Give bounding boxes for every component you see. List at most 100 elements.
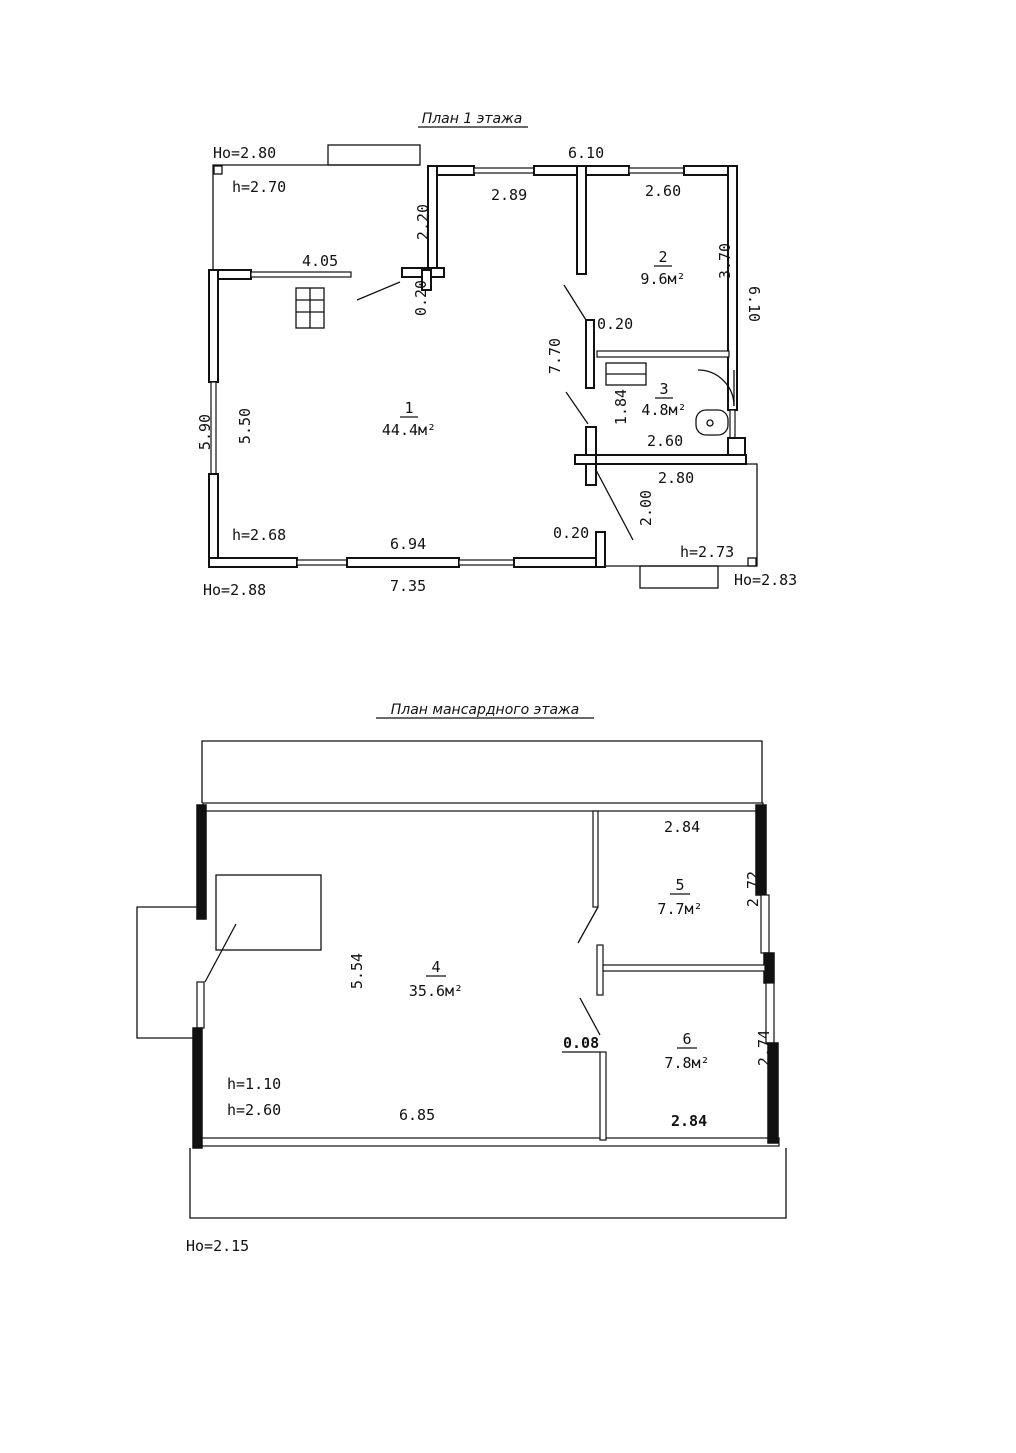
h-high: h=2.60	[227, 1101, 281, 1119]
room-number: 6	[682, 1030, 691, 1048]
window-top-2	[628, 167, 685, 174]
dim-bottom-total: 7.35	[390, 577, 426, 595]
dim-top-mid: 2.89	[491, 186, 527, 204]
wall-attic-right-3	[767, 1042, 779, 1144]
window-bottom-1	[296, 559, 348, 566]
floor1-plan: План 1 этажа	[196, 111, 797, 599]
dim-bath-height: 1.84	[612, 389, 630, 425]
door-line-3	[565, 391, 589, 425]
dim-room2-height: 3.70	[716, 243, 734, 279]
dim-terrace-height: 2.20	[414, 204, 432, 240]
window-attic-right-1	[760, 894, 770, 954]
window-left-top	[250, 271, 352, 278]
door-line-2	[563, 284, 587, 321]
dim-top-total: 6.10	[568, 144, 604, 162]
window-right	[729, 409, 736, 439]
wall-bath-bottom	[595, 454, 747, 465]
wall-left-lower	[208, 473, 219, 567]
roof-overhang-top	[201, 740, 763, 803]
room-number: 1	[404, 399, 413, 417]
room-number: 4	[431, 958, 440, 976]
h-low: h=1.10	[227, 1075, 281, 1093]
door-line-attic-3	[579, 997, 601, 1036]
room-6-label: 6 7.8м²	[664, 1030, 709, 1072]
dim-partition: 0.08	[563, 1034, 599, 1052]
room-number: 3	[659, 380, 668, 398]
wall-room2-left	[576, 165, 587, 275]
wall-left-upper	[208, 269, 219, 383]
wall-attic-left-upper	[196, 804, 207, 920]
wall-room2-room3	[596, 350, 730, 358]
room-1-label: 1 44.4м²	[382, 399, 436, 439]
h-porch: h=2.73	[680, 543, 734, 561]
toilet-bowl	[706, 419, 714, 427]
porch-steps	[639, 565, 719, 589]
dim-left-inner: 5.50	[236, 408, 254, 444]
h-room1: h=2.68	[232, 526, 286, 544]
stair-opening	[215, 874, 322, 951]
window-attic-left	[196, 981, 205, 1029]
ho-bottom-right: Ho=2.83	[734, 571, 797, 589]
toilet-icon	[695, 409, 729, 436]
dim-center-height: 7.70	[546, 338, 564, 374]
wall-bottom-1	[208, 557, 298, 568]
dim-top-right: 2.60	[645, 182, 681, 200]
wall-attic-left-lower	[192, 1027, 203, 1149]
dim-porch-width: 2.80	[658, 469, 694, 487]
dim-room5-height: 2.72	[744, 871, 762, 907]
room-area: 7.8м²	[664, 1054, 709, 1072]
wall-partition-upper	[592, 810, 599, 908]
attic-balcony-outline	[136, 906, 197, 1039]
dim-room6-width: 2.84	[671, 1112, 707, 1130]
room-3-label: 3 4.8м²	[641, 380, 686, 419]
roof-overhang-bottom	[189, 1148, 787, 1219]
terrace-corner-marker	[213, 165, 223, 175]
attic-plan: План мансардного этажа 2.84 2	[136, 702, 787, 1255]
wall-hall-stub-2	[421, 269, 432, 291]
room-area: 44.4м²	[382, 421, 436, 439]
room-area: 35.6м²	[409, 982, 463, 1000]
dim-wall-a: 0.20	[412, 280, 430, 316]
room-2-label: 2 9.6м²	[640, 248, 685, 288]
wall-bottom-3	[513, 557, 605, 568]
room-4-label: 4 35.6м²	[409, 958, 463, 1000]
door-line-1	[356, 281, 401, 301]
door-line-attic-2	[577, 906, 599, 944]
dim-porch-height: 2.00	[637, 490, 655, 526]
wall-right-upper	[727, 165, 738, 411]
floor1-title: План 1 этажа	[422, 111, 523, 127]
dim-room6-height: 2.74	[755, 1030, 773, 1066]
dim-room4-width: 6.85	[399, 1106, 435, 1124]
wall-bottom-corner	[595, 531, 606, 568]
dim-wall-c: 0.20	[553, 524, 589, 542]
dim-room4-height: 5.54	[348, 953, 366, 989]
room-area: 7.7м²	[657, 900, 702, 918]
h-terrace: h=2.70	[232, 178, 286, 196]
dim-right-total: 6.10	[745, 286, 763, 322]
wall-partition-lower	[599, 1051, 607, 1141]
ho-attic: Ho=2.15	[186, 1237, 249, 1255]
ho-top-left: Ho=2.80	[213, 144, 276, 162]
wall-room5-room6	[602, 964, 766, 972]
wall-partition-stub	[596, 944, 604, 996]
room-number: 2	[658, 248, 667, 266]
porch-corner-marker	[747, 557, 757, 567]
wall-bottom-2	[346, 557, 460, 568]
terrace-steps	[327, 144, 421, 166]
attic-title: План мансардного этажа	[391, 702, 580, 718]
wall-attic-bottom	[195, 1137, 780, 1147]
room-area: 4.8м²	[641, 401, 686, 419]
room-5-label: 5 7.7м²	[657, 876, 702, 918]
door-line-4	[595, 469, 634, 541]
dim-terrace-width: 4.05	[302, 252, 338, 270]
window-top-1	[473, 167, 535, 174]
dim-bath-width: 2.60	[647, 432, 683, 450]
door-line-attic-1	[204, 923, 237, 983]
dim-wall-b: 0.20	[597, 315, 633, 333]
dim-bottom-inner: 6.94	[390, 535, 426, 553]
dim-left-total: 5.90	[196, 414, 214, 450]
ho-bottom-left: Ho=2.88	[203, 581, 266, 599]
window-bottom-2	[458, 559, 515, 566]
wall-attic-top	[202, 802, 764, 812]
